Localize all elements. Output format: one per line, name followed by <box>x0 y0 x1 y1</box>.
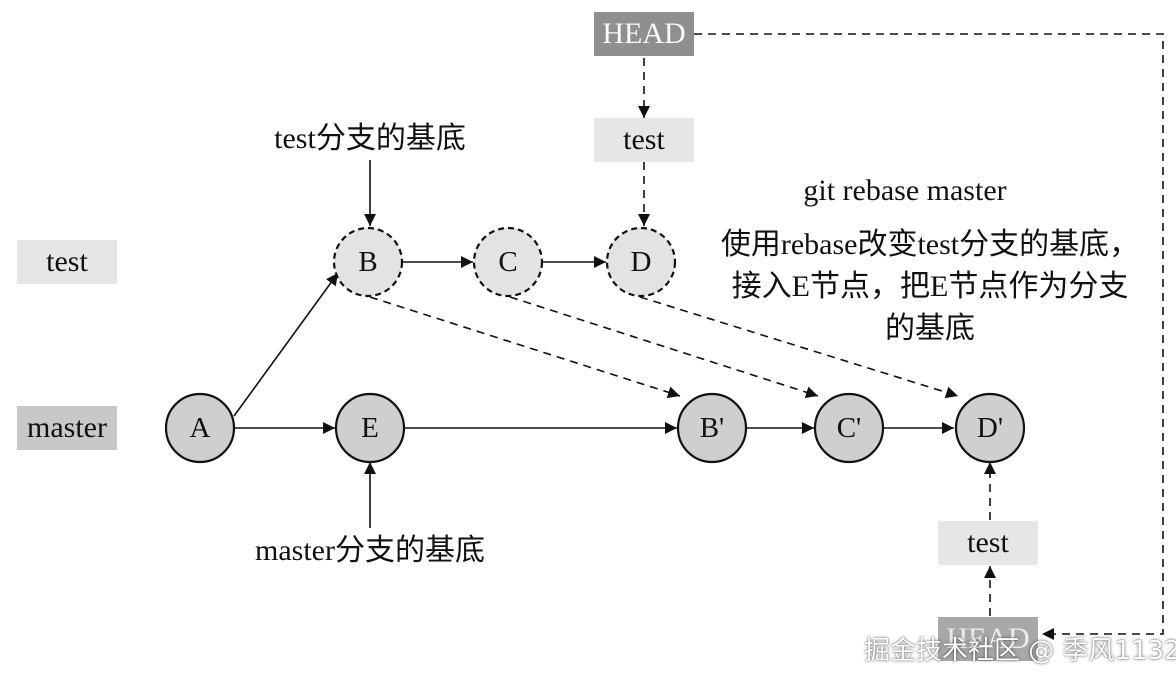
annotation-command: git rebase master <box>803 174 1007 207</box>
branch-label-test-bottom: test <box>938 521 1038 565</box>
commit-node-d-prime <box>954 392 1026 464</box>
commit-node-c-prime <box>813 392 885 464</box>
commit-node-a <box>164 392 236 464</box>
commit-node-b-old <box>332 226 404 298</box>
watermark-text: 掘金技术社区 @ 季风1132 <box>864 636 1176 666</box>
annotation-description-line-3: 的基底 <box>885 312 975 345</box>
annotation-master-base: master分支的基底 <box>255 534 485 567</box>
commit-node-e <box>334 392 406 464</box>
head-label-bottom: HEAD <box>938 617 1038 661</box>
copy-c-to-c-prime <box>509 296 819 399</box>
commit-node-d-old <box>605 226 677 298</box>
branch-label-test-top: test <box>594 118 694 162</box>
branch-label-test-left: test <box>17 240 117 284</box>
annotation-description-line-2: 接入E节点，把E节点作为分支 <box>731 270 1129 303</box>
branch-label-master-left: master <box>17 406 117 450</box>
copy-b-to-b-prime <box>369 296 681 399</box>
commit-node-c-old <box>472 226 544 298</box>
annotation-test-base: test分支的基底 <box>274 122 466 155</box>
head-label-top: HEAD <box>594 12 694 56</box>
edge-a-to-b <box>233 272 339 417</box>
annotation-description-line-1: 使用rebase改变test分支的基底， <box>720 228 1140 261</box>
commit-node-b-prime <box>676 392 748 464</box>
